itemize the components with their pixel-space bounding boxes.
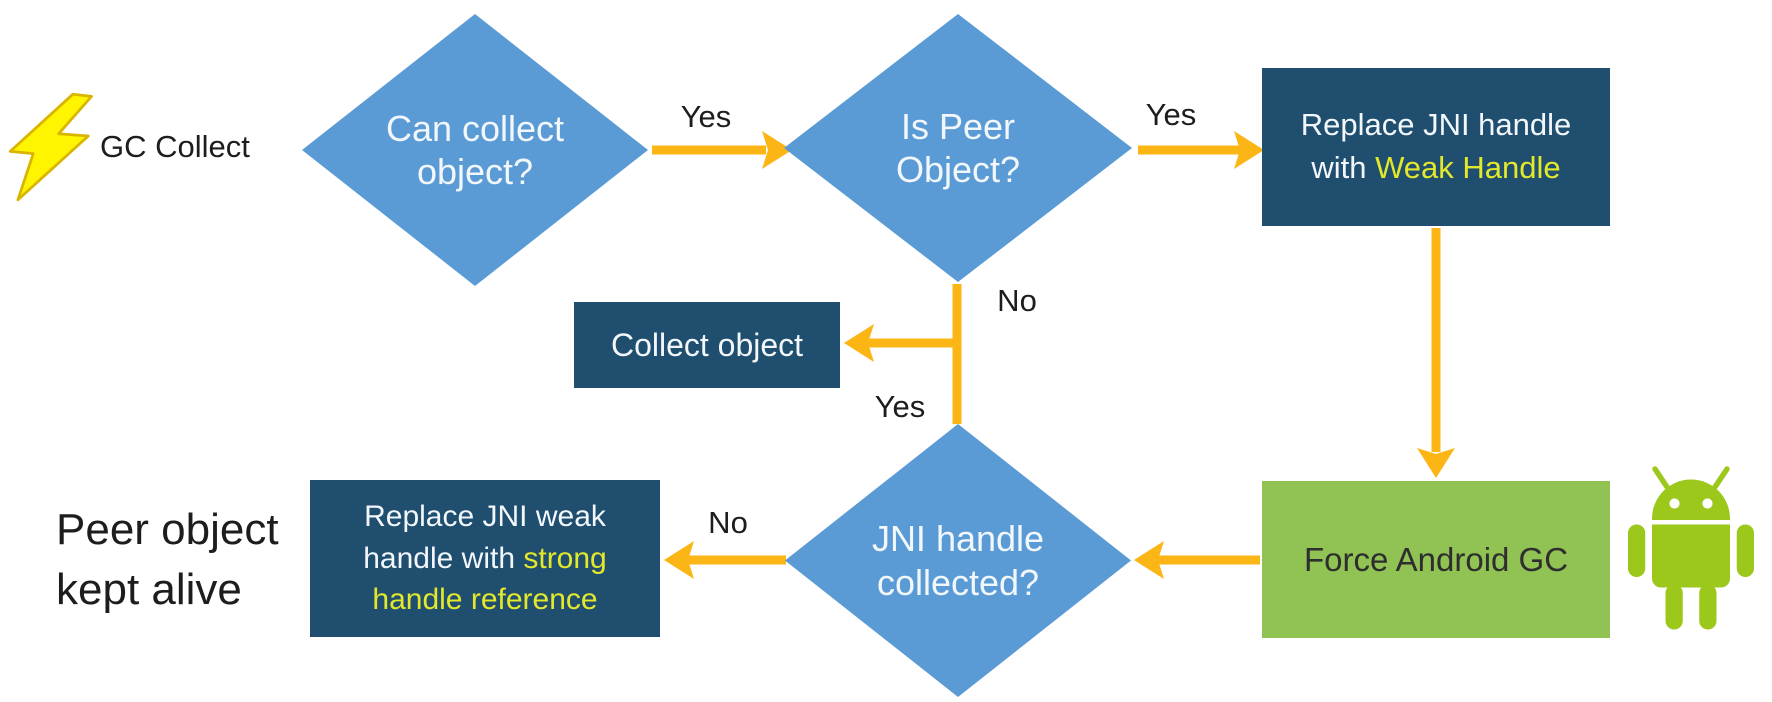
lightning-bolt-icon (8, 92, 93, 202)
decision-text-line: collected? (876, 561, 1040, 603)
decision-text-line: Can collect (385, 107, 565, 149)
edge-branch-to-collect-object (844, 324, 961, 362)
process-text-prefix: Replace JNI weak handle with (363, 500, 606, 575)
process-replace-strong-handle: Replace JNI weak handle with strong hand… (310, 480, 660, 637)
android-robot-icon (1628, 466, 1754, 630)
decision-text-line: object? (416, 151, 534, 192)
edge-force-gc-to-jni-collected (1134, 541, 1260, 579)
annotation-line: Peer object (56, 505, 279, 554)
process-replace-jni-handle-weak: Replace JNI handle with Weak Handle (1262, 68, 1610, 226)
start-label-gc-collect: GC Collect (100, 129, 250, 164)
decision-text-line: JNI handle (871, 518, 1045, 560)
process-text-line: Force Android GC (1303, 540, 1569, 578)
edge-label-can-collect-yes: Yes (680, 99, 732, 134)
edge-label-jni-collected-no: No (708, 505, 748, 540)
process-text-wrapped: Replace JNI weak handle with strong hand… (310, 496, 660, 620)
edge-label-jni-collected-yes: Yes (874, 389, 926, 424)
edge-label-is-peer-no: No (997, 283, 1037, 318)
edge-replace-weak-to-force-gc (1417, 228, 1455, 478)
process-text-prefix: with (1311, 150, 1376, 185)
edge-label-is-peer-yes: Yes (1145, 97, 1197, 132)
edge-is-peer-to-replace-weak (1138, 131, 1264, 169)
process-force-android-gc: Force Android GC (1262, 481, 1610, 638)
highlight-weak-handle: Weak Handle (1375, 150, 1561, 185)
process-text-line: with Weak Handle (1311, 147, 1560, 190)
annotation-line: kept alive (56, 565, 242, 614)
annotation-peer-object-kept-alive: Peer object kept alive (56, 500, 279, 620)
highlight-strong-handle-reference: strong handle reference (372, 541, 607, 617)
process-text-line: Replace JNI handle (1300, 107, 1572, 143)
edge-can-collect-to-is-peer (652, 131, 792, 169)
decision-text-line: Object? (895, 149, 1021, 190)
edge-jni-collected-to-replace-strong (664, 541, 786, 579)
process-collect-object: Collect object (574, 302, 840, 388)
decision-text-line: Is Peer (900, 105, 1016, 147)
process-text-line: Collect object (610, 326, 804, 363)
